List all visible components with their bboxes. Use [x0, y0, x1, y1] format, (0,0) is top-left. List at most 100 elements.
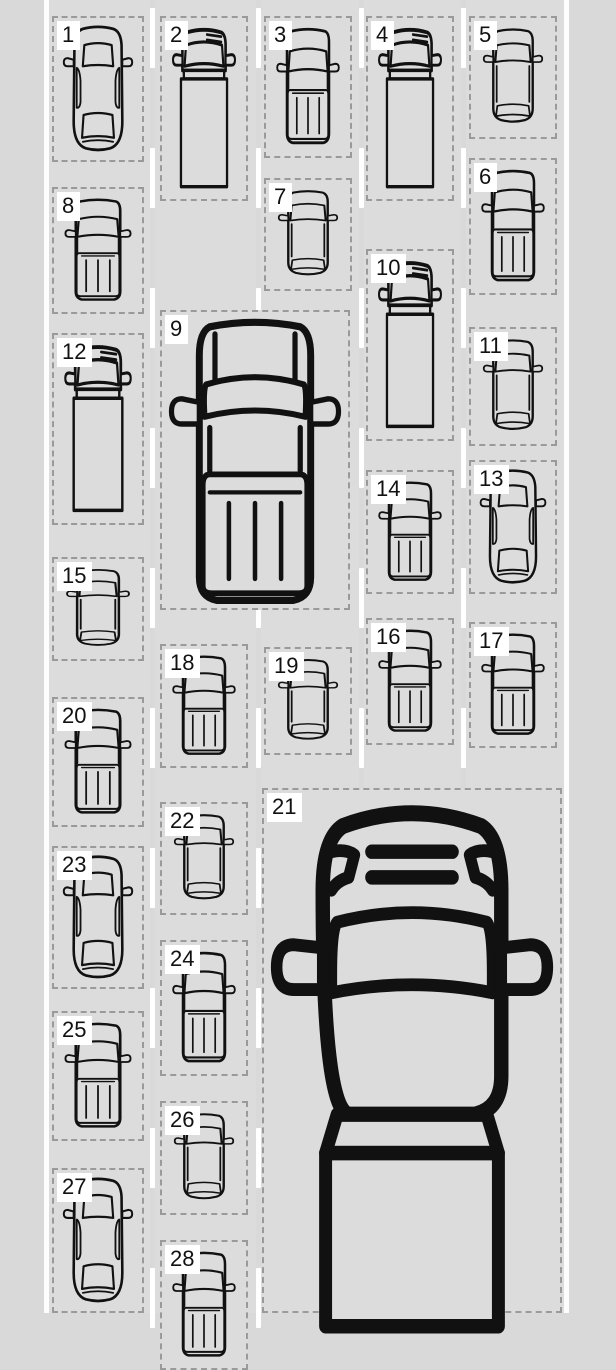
parking-slot-8[interactable]: 8 — [52, 187, 144, 314]
vehicle-17-van[interactable] — [478, 631, 548, 739]
parking-slot-18[interactable]: 18 — [160, 644, 248, 768]
lane-divider-1-tick — [150, 988, 155, 1048]
slot-number-label-14: 14 — [371, 475, 407, 504]
parking-slot-11[interactable]: 11 — [469, 327, 557, 446]
lane-divider-1-tick — [150, 568, 155, 628]
parking-slot-5[interactable]: 5 — [469, 16, 557, 139]
parking-slot-16[interactable]: 16 — [366, 618, 454, 745]
slot-number-label-28: 28 — [165, 1245, 201, 1274]
vehicle-26-compact[interactable] — [170, 1111, 238, 1205]
parking-slot-1[interactable]: 1 — [52, 16, 144, 162]
slot-number-label-11: 11 — [474, 332, 508, 361]
slot-number-label-12: 12 — [57, 338, 93, 367]
slot-number-label-2: 2 — [165, 21, 189, 50]
vehicle-25-van[interactable] — [61, 1020, 135, 1132]
slot-number-label-3: 3 — [269, 21, 293, 50]
lane-divider-4-tick — [461, 568, 466, 628]
slot-number-label-13: 13 — [474, 465, 510, 494]
slot-number-label-15: 15 — [57, 562, 93, 591]
parking-slot-21[interactable]: 21 — [262, 788, 562, 1334]
slot-number-label-22: 22 — [165, 807, 201, 836]
vehicle-9-pickup-large[interactable] — [168, 316, 342, 605]
parking-slot-12[interactable]: 12 — [52, 333, 144, 525]
slot-number-label-1: 1 — [57, 21, 81, 50]
lane-divider-4-tick — [461, 288, 466, 348]
vehicle-12-box-truck[interactable] — [60, 341, 136, 517]
parking-slot-14[interactable]: 14 — [366, 470, 454, 594]
slot-number-label-9: 9 — [165, 315, 189, 344]
parking-slot-27[interactable]: 27 — [52, 1168, 144, 1313]
lane-divider-4-tick — [461, 8, 466, 68]
lane-divider-5 — [564, 0, 569, 1313]
lane-divider-3-tick — [359, 428, 364, 488]
vehicle-24-van[interactable] — [169, 949, 239, 1067]
slot-number-label-17: 17 — [474, 627, 510, 656]
vehicle-11-compact[interactable] — [479, 337, 547, 436]
lane-divider-2-tick — [256, 1128, 261, 1188]
vehicle-6-van[interactable] — [478, 167, 548, 286]
slot-number-label-8: 8 — [57, 192, 81, 221]
lane-divider-2-tick — [256, 708, 261, 768]
parking-slot-3[interactable]: 3 — [264, 16, 352, 158]
lane-divider-1-tick — [150, 848, 155, 908]
slot-number-label-6: 6 — [474, 163, 498, 192]
slot-number-label-5: 5 — [474, 21, 498, 50]
lane-divider-4-tick — [461, 428, 466, 488]
lane-divider-3-tick — [359, 568, 364, 628]
lane-divider-1-tick — [150, 428, 155, 488]
parking-slot-9[interactable]: 9 — [160, 310, 350, 610]
vehicle-1-sedan[interactable] — [60, 24, 136, 154]
parking-slot-7[interactable]: 7 — [264, 178, 352, 291]
vehicle-2-box-truck[interactable] — [168, 24, 240, 193]
vehicle-14-van[interactable] — [375, 479, 445, 585]
lane-divider-2-tick — [256, 8, 261, 68]
parking-slot-26[interactable]: 26 — [160, 1101, 248, 1215]
parking-slot-28[interactable]: 28 — [160, 1240, 248, 1370]
parking-slot-2[interactable]: 2 — [160, 16, 248, 201]
vehicle-7-compact[interactable] — [274, 188, 342, 281]
lane-divider-2-tick — [256, 148, 261, 208]
lane-divider-3-tick — [359, 8, 364, 68]
vehicle-21-truck-huge[interactable] — [268, 794, 556, 1334]
parking-slot-20[interactable]: 20 — [52, 697, 144, 827]
parking-slot-24[interactable]: 24 — [160, 940, 248, 1076]
parking-slot-17[interactable]: 17 — [469, 622, 557, 748]
parking-slot-15[interactable]: 15 — [52, 557, 144, 661]
lane-divider-1-tick — [150, 708, 155, 768]
lane-divider-3-tick — [359, 288, 364, 348]
slot-number-label-18: 18 — [165, 649, 201, 678]
vehicle-4-box-truck[interactable] — [374, 24, 446, 193]
parking-slot-6[interactable]: 6 — [469, 158, 557, 295]
vehicle-5-compact[interactable] — [479, 26, 547, 129]
lane-divider-0 — [44, 0, 49, 1313]
parking-slot-13[interactable]: 13 — [469, 460, 557, 594]
slot-number-label-19: 19 — [269, 652, 305, 681]
lane-divider-1-tick — [150, 1268, 155, 1328]
slot-number-label-26: 26 — [165, 1106, 201, 1135]
parking-slot-4[interactable]: 4 — [366, 16, 454, 201]
parking-slot-23[interactable]: 23 — [52, 846, 144, 989]
parking-slot-22[interactable]: 22 — [160, 802, 248, 915]
parking-slot-19[interactable]: 19 — [264, 647, 352, 755]
slot-number-label-4: 4 — [371, 21, 395, 50]
lane-divider-1-tick — [150, 288, 155, 348]
lane-divider-1-tick — [150, 148, 155, 208]
lane-divider-4-tick — [461, 148, 466, 208]
slot-number-label-20: 20 — [57, 702, 93, 731]
lane-divider-2-tick — [256, 848, 261, 908]
slot-number-label-27: 27 — [57, 1173, 93, 1202]
slot-number-label-16: 16 — [371, 623, 407, 652]
parking-slot-25[interactable]: 25 — [52, 1011, 144, 1141]
vehicle-10-box-truck[interactable] — [374, 257, 446, 433]
vehicle-20-van[interactable] — [61, 706, 135, 818]
slot-number-label-25: 25 — [57, 1016, 93, 1045]
slot-number-label-23: 23 — [57, 851, 93, 880]
slot-number-label-24: 24 — [165, 945, 201, 974]
parking-slot-10[interactable]: 10 — [366, 249, 454, 441]
slot-number-label-7: 7 — [269, 183, 293, 212]
lane-divider-1-tick — [150, 8, 155, 68]
vehicle-3-van[interactable] — [273, 25, 343, 149]
vehicle-8-van[interactable] — [61, 196, 135, 305]
vehicle-27-sedan[interactable] — [60, 1176, 136, 1305]
